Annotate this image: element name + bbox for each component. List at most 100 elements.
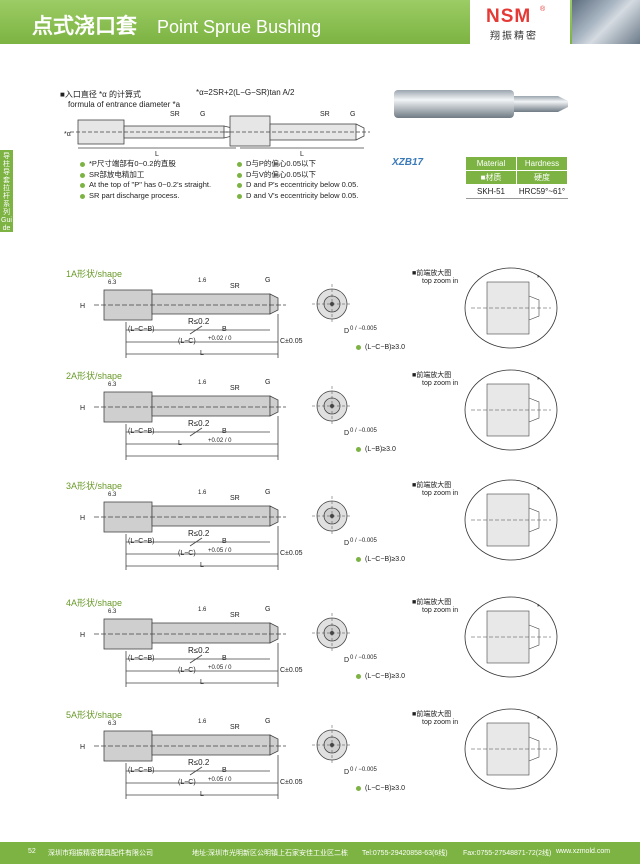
shape-end-view [312,284,352,324]
svg-text:L: L [300,151,304,158]
side-tab-text: 导柱导套拉杆系列 Guide Pillar Bush Series [1,153,12,280]
shape-condition: (L−C−B)≥3.0 [356,556,405,563]
zoom-detail: * [464,369,558,451]
shape-label: 2A形状/shape [66,371,123,381]
formula-diagram: *α SR G L SR G L [64,111,370,158]
svg-text:G: G [265,489,270,496]
svg-text:H: H [80,303,85,310]
dim-b: B [222,428,227,435]
dim-lc-tol: +0.02 / 0 [208,336,232,342]
note-right-1: D与P的偏心0.05以下 [237,158,316,169]
formula-title-en: formula of entrance diameter *a [68,100,181,109]
radius-note: R≤0.2 [188,419,210,428]
product-photo [572,0,640,44]
svg-text:H: H [80,744,85,751]
note-left-3: At the top of "P" has 0~0.2's straight. [80,180,211,189]
logo: NSM [486,6,532,27]
radius-note: R≤0.2 [188,758,210,767]
dim-lc: (L−C) [178,550,196,557]
shape-condition: (L−C−B)≥3.0 [356,344,405,351]
zoom-title: ■前端放大图 [412,270,452,277]
dim-d-tol: 0 / −0.005 [350,655,377,661]
shape-label: 5A形状/shape [66,710,123,720]
hardness-value: HRC59°~61° [516,184,568,199]
logo-registered-mark: ® [540,6,546,13]
footer-bar [0,842,640,864]
svg-text:1.6: 1.6 [198,719,207,725]
dim-lcb: (L−C−B) [128,428,155,435]
svg-text:G: G [200,111,205,118]
svg-text:G: G [265,606,270,613]
svg-text:*: * [537,377,540,384]
svg-text:6.3: 6.3 [108,721,117,727]
logo-area [470,0,570,44]
dim-l: L [200,679,204,686]
page-title-en: Point Sprue Bushing [157,17,322,37]
dim-c: C±0.05 [280,338,303,345]
dim-d-tol: 0 / −0.005 [350,326,377,332]
svg-text:*α: *α [64,131,71,138]
shape-end-view [312,496,352,536]
dim-lc-tol: +0.02 / 0 [208,438,232,444]
dim-b: B [222,767,227,774]
svg-text:1.6: 1.6 [198,278,207,284]
dim-lc: L [178,440,182,447]
side-tab [0,150,13,232]
svg-text:SR: SR [230,385,240,392]
zoom-title-en: top zoom in [422,380,459,387]
material-table: Material Hardness ■材质 硬度 SKH-51 HRC59°~6… [465,156,568,199]
svg-text:SR: SR [230,612,240,619]
hardness-header: Hardness [516,156,568,171]
formula-expr: *α=2SR+2(L−G−SR)tan A/2 [196,88,295,97]
shape-label: 3A形状/shape [66,481,123,491]
shape-end-view [312,613,352,653]
svg-text:1.6: 1.6 [198,380,207,386]
dim-c: C±0.05 [280,667,303,674]
footer-tel: Tel:0755-29420858-63(6线) [362,850,448,857]
dim-lc-tol: +0.05 / 0 [208,665,232,671]
svg-text:H: H [80,515,85,522]
dim-d: D [344,769,350,776]
svg-text:G: G [265,277,270,284]
model-code: XZB17 [392,157,424,168]
svg-text:G: G [265,379,270,386]
svg-text:H: H [80,405,85,412]
footer-fax: Fax:0755-27548871-72(2线) [463,850,552,857]
svg-text:H: H [80,632,85,639]
zoom-detail: * [464,267,558,349]
radius-note: R≤0.2 [188,646,210,655]
dim-c: C±0.05 [280,550,303,557]
material-header: Material [465,156,517,171]
formula-title: ■入口直径 *α 的计算式 [60,90,142,99]
dim-lcb: (L−C−B) [128,655,155,662]
svg-text:6.3: 6.3 [108,492,117,498]
shape-condition: (L−B)≥3.0 [356,446,396,453]
shape-condition: (L−C−B)≥3.0 [356,785,405,792]
svg-text:1.6: 1.6 [198,607,207,613]
svg-text:*: * [537,275,540,282]
dim-b: B [222,538,227,545]
shape-end-view [312,386,352,426]
svg-text:L: L [155,151,159,158]
svg-text:*: * [537,487,540,494]
zoom-title-en: top zoom in [422,490,459,497]
dim-l: L [200,791,204,798]
dim-lc: (L−C) [178,338,196,345]
zoom-detail: * [464,708,558,790]
dim-lcb: (L−C−B) [128,326,155,333]
footer-web: www.xzmold.com [556,848,611,855]
dim-d-tol: 0 / −0.005 [350,428,377,434]
shape-label: 1A形状/shape [66,269,123,279]
radius-note: R≤0.2 [188,317,210,326]
note-left-2: SR部放电精加工 [80,169,144,180]
svg-text:6.3: 6.3 [108,280,117,286]
dim-l: L [200,350,204,357]
svg-text:*: * [537,604,540,611]
zoom-detail: * [464,479,558,561]
